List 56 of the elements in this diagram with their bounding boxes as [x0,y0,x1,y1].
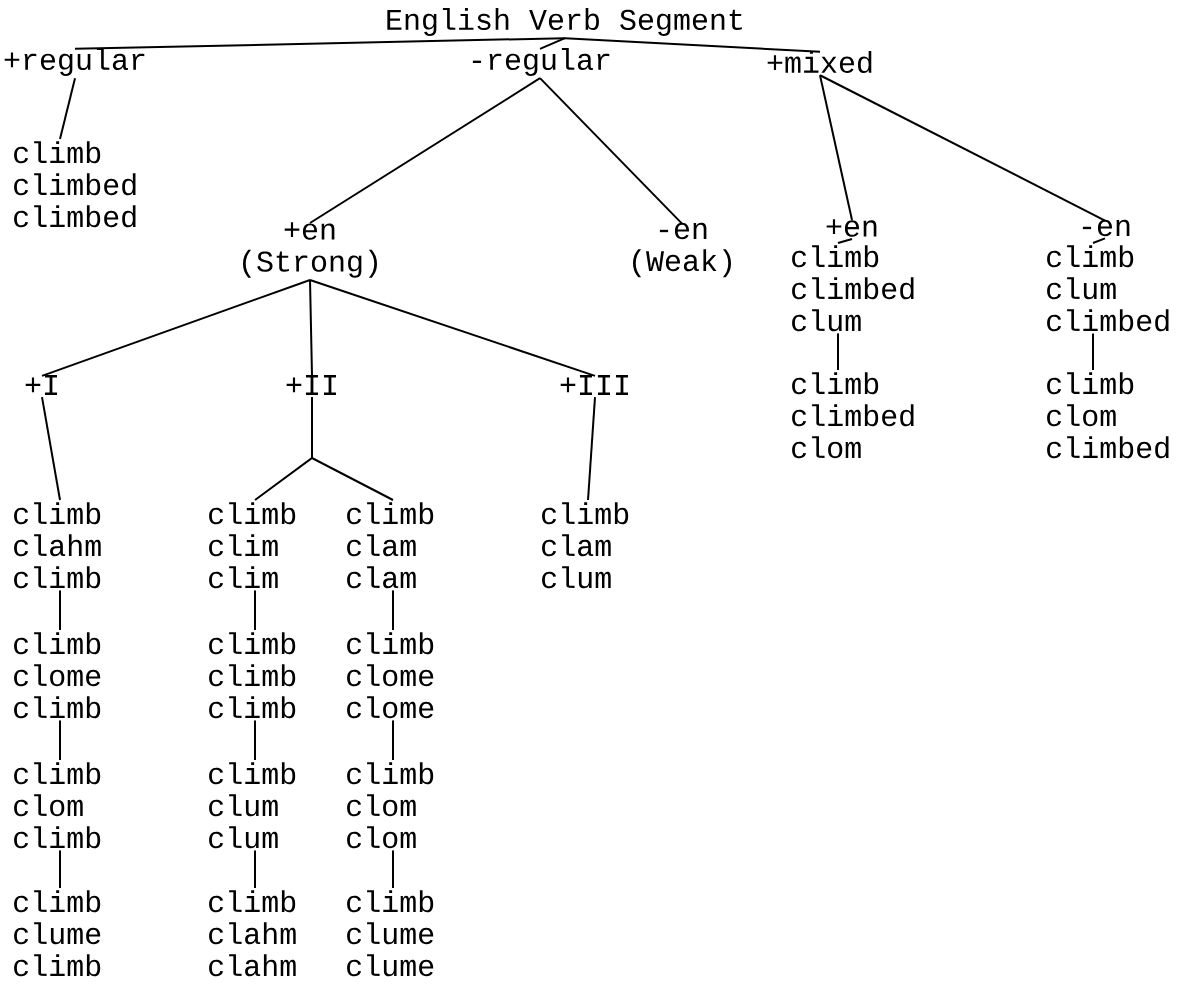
word-list: climb clom climbed [1047,372,1169,459]
word-list: climb clume clume [347,890,434,977]
word-list: climb clum clum [209,762,296,849]
category-label: +I [25,375,57,395]
branch-line [254,396,394,501]
branch-line [587,396,596,501]
word-list: climb climbed clom [792,372,914,459]
branch-line [309,278,596,377]
category-label: +regular [4,48,145,76]
branch-line [59,77,76,140]
branch-line [1092,237,1106,244]
branch-line [254,719,256,761]
branch-line [74,37,566,50]
branch-line [392,719,394,761]
category-label: +III [560,375,628,395]
branch-line [837,332,839,371]
word-list: climb clom clom [347,762,434,849]
category-label: -regular [472,48,610,76]
category-label: +en (Strong) [243,222,377,278]
branch-line [392,849,394,889]
word-list: climb clim clim [209,502,296,589]
word-list: climb clahm clahm [209,890,296,977]
word-list: climb clum climbed [1047,245,1169,332]
word-list: climb clom climb [14,762,101,849]
word-list: climb climbed climbed [14,141,136,228]
category-label: -en [1082,219,1130,237]
category-label: +en [826,219,877,237]
branch-line [59,719,61,761]
branch-line [254,849,256,889]
branch-line [539,37,566,50]
branch-line [539,77,683,225]
branch-line [309,278,313,377]
word-list: climb clome clome [347,632,434,719]
branch-line [819,74,853,221]
branch-line [309,77,541,225]
branch-line [254,589,256,631]
branch-line [41,278,311,377]
word-list: climb clahm climb [14,502,101,589]
category-label: +mixed [767,50,872,74]
category-label: English Verb Segment [387,8,742,36]
branch-line [392,589,394,631]
word-list: climb climbed clum [792,245,914,332]
word-list: climb clume climb [14,890,101,977]
branch-line [1092,332,1094,371]
category-label: +II [286,375,336,395]
word-list: climb clam clam [347,502,434,589]
branch-line [41,396,61,501]
branch-line [837,238,853,244]
category-label: -en (Weak) [633,222,731,278]
branch-line [59,849,61,889]
word-list: climb clome climb [14,632,101,719]
branch-line [819,74,1106,222]
branch-line [564,37,821,53]
word-list: climb clam clum [542,502,629,589]
word-list: climb climb climb [209,632,296,719]
branch-line [59,589,61,631]
